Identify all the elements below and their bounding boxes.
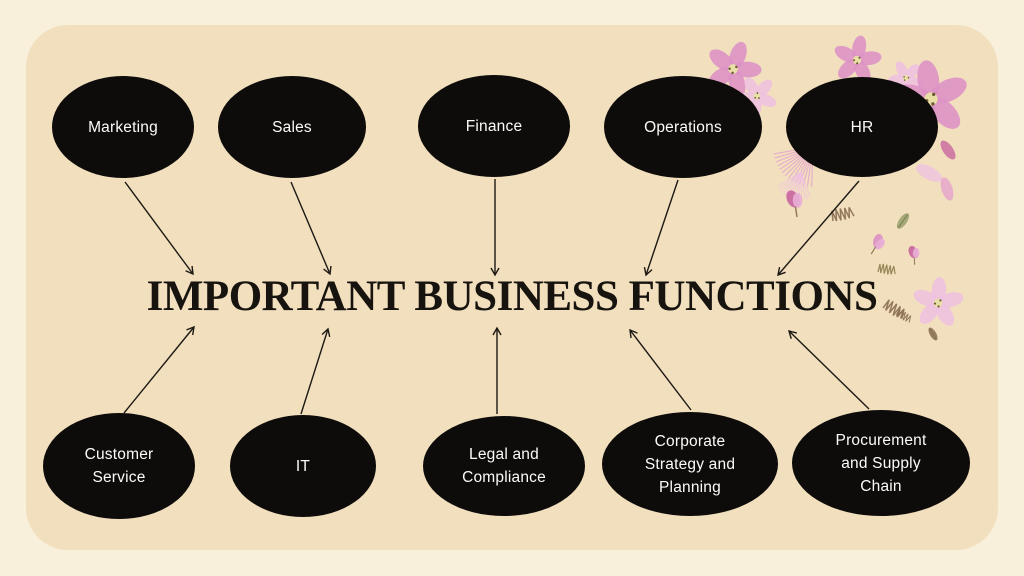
node-sales: Sales [218,76,366,178]
connector-arrow [787,330,870,410]
node-label: Finance [465,117,523,135]
connector-arrow [643,179,679,277]
node-finance: Finance [418,75,570,177]
node-marketing: Marketing [52,76,194,178]
node-it: IT [230,415,376,517]
connector-arrow [123,325,195,414]
node-hr: HR [786,77,938,177]
node-label: Sales [272,118,312,136]
node-label: Operations [644,118,722,136]
node-label: IT [295,457,311,475]
connector-arrow [629,328,692,411]
connector-arrow [290,181,332,276]
connector-arrow [124,181,194,276]
node-operations: Operations [604,76,762,178]
node-label: Marketing [88,118,158,136]
node-label: HR [850,118,874,136]
connector-arrow [300,327,331,415]
diagram-title: IMPORTANT BUSINESS FUNCTIONS [146,273,878,320]
connector-arrow [777,180,860,277]
